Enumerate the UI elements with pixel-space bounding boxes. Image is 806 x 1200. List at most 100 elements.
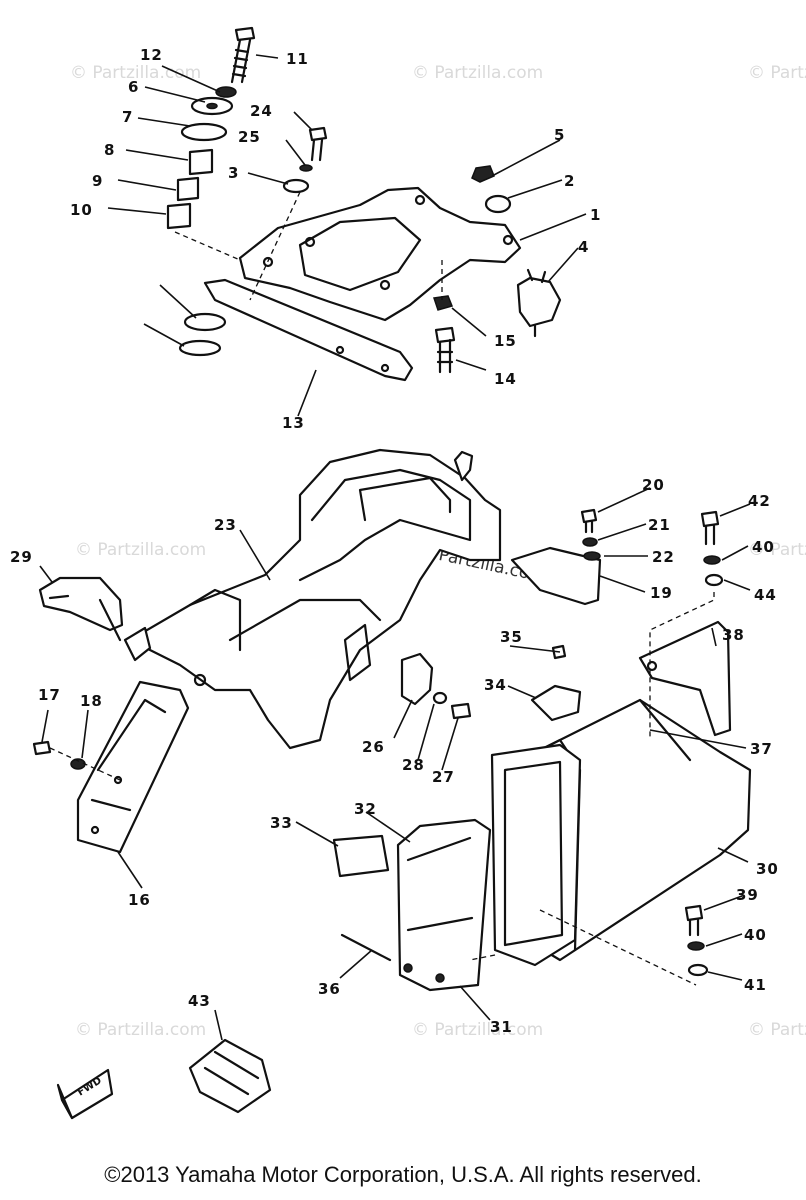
nut [433, 295, 454, 311]
small-bracket [510, 546, 602, 606]
callout-27: 27 [432, 768, 455, 786]
callout-30: 30 [756, 860, 779, 878]
callout-37: 37 [750, 740, 773, 758]
callout-32: 32 [354, 800, 377, 818]
callout-44: 44 [754, 586, 777, 604]
screw-head [450, 702, 472, 720]
cover-hole [113, 775, 123, 785]
callout-20: 20 [642, 476, 665, 494]
washer [687, 963, 709, 977]
nut [471, 165, 495, 183]
rubber-washer [183, 312, 227, 332]
callout-36: 36 [318, 980, 341, 998]
frame-hole [193, 673, 207, 687]
callout-29: 29 [10, 548, 33, 566]
plate-hole [414, 194, 426, 206]
copyright-notice: ©2013 Yamaha Motor Corporation, U.S.A. A… [104, 1162, 702, 1187]
frame-slot [343, 623, 372, 682]
label-plate [332, 834, 390, 878]
cover-plate-ribs [90, 698, 167, 812]
bolt-head [234, 26, 256, 42]
callout-8: 8 [104, 141, 115, 159]
assembly-line [469, 592, 715, 986]
callout-18: 18 [80, 692, 103, 710]
bracket-hole [646, 660, 658, 672]
bolt-head [308, 126, 328, 142]
callout-40: 40 [744, 926, 767, 944]
callout-28: 28 [402, 756, 425, 774]
callout-26: 26 [362, 738, 385, 756]
callout-19: 19 [650, 584, 673, 602]
strap-clip [123, 626, 152, 662]
battery-holder [530, 684, 582, 722]
callout-5: 5 [554, 126, 565, 144]
callout-33: 33 [270, 814, 293, 832]
callout-14: 14 [494, 370, 517, 388]
bolt-shank [584, 520, 594, 534]
strap-hole [380, 363, 390, 373]
battery-cell-inner [503, 760, 564, 947]
callout-25: 25 [238, 128, 261, 146]
watermark: © Partzilla.com [748, 540, 806, 560]
callout-labels: 1 2 3 4 5 6 7 8 9 10 11 12 13 14 15 16 1… [10, 46, 779, 1036]
frame-inner [298, 468, 472, 582]
watermark: © Partzilla.com [75, 1020, 206, 1040]
callout-13: 13 [282, 414, 305, 432]
callout-31: 31 [490, 1018, 513, 1036]
bolt-head [684, 904, 704, 922]
bolt-head [434, 326, 456, 344]
callout-42: 42 [748, 492, 771, 510]
terminal [435, 973, 445, 983]
bolt-shank [688, 918, 700, 937]
callout-38: 38 [722, 626, 745, 644]
rod [340, 933, 392, 962]
terminal [403, 963, 413, 973]
battery-assembly [332, 592, 752, 992]
callout-15: 15 [494, 332, 517, 350]
watermark: © Partzilla.com [412, 63, 543, 83]
callout-6: 6 [128, 78, 139, 96]
battery-cover [396, 818, 492, 992]
callout-9: 9 [92, 172, 103, 190]
bracket-plate-assembly [166, 26, 562, 382]
callout-35: 35 [500, 628, 523, 646]
plate-hole [379, 279, 391, 291]
callout-1: 1 [590, 206, 601, 224]
callout-2: 2 [564, 172, 575, 190]
callout-11: 11 [286, 50, 309, 68]
strap-hook [38, 576, 124, 632]
collar [176, 176, 200, 202]
collar [484, 194, 512, 214]
plate-hole [502, 234, 514, 246]
lock-washer [299, 164, 313, 172]
cover-hole [90, 825, 100, 835]
bracket-cutout [298, 216, 422, 292]
holder [400, 652, 434, 706]
watermark: © Partzilla.com [748, 63, 806, 83]
battery-cover-detail [406, 836, 474, 932]
callout-17: 17 [38, 686, 61, 704]
callout-3: 3 [228, 164, 239, 182]
callout-22: 22 [652, 548, 675, 566]
connector-bands [203, 1050, 260, 1096]
lock-washer [582, 537, 598, 547]
mount-stud [526, 268, 547, 338]
watermark: © Partzilla.com [75, 540, 206, 560]
rubber-washer [180, 122, 228, 142]
plate-hole [262, 256, 274, 268]
strap-detail [48, 594, 122, 642]
battery-cell [490, 743, 582, 967]
bolt-shank [310, 138, 324, 162]
washer [704, 573, 724, 587]
frame-rail [188, 588, 242, 652]
cover-plate [76, 680, 190, 854]
watermark: © Partzilla.com [748, 1020, 806, 1040]
rubber-mount [516, 276, 562, 328]
battery-bracket [638, 620, 732, 737]
lock-washer [687, 941, 705, 951]
leader-lines [39, 54, 751, 1041]
rubber-bushing [166, 202, 192, 230]
connector [188, 1038, 272, 1114]
strap-hole [335, 345, 345, 355]
frame-assembly [32, 448, 724, 854]
